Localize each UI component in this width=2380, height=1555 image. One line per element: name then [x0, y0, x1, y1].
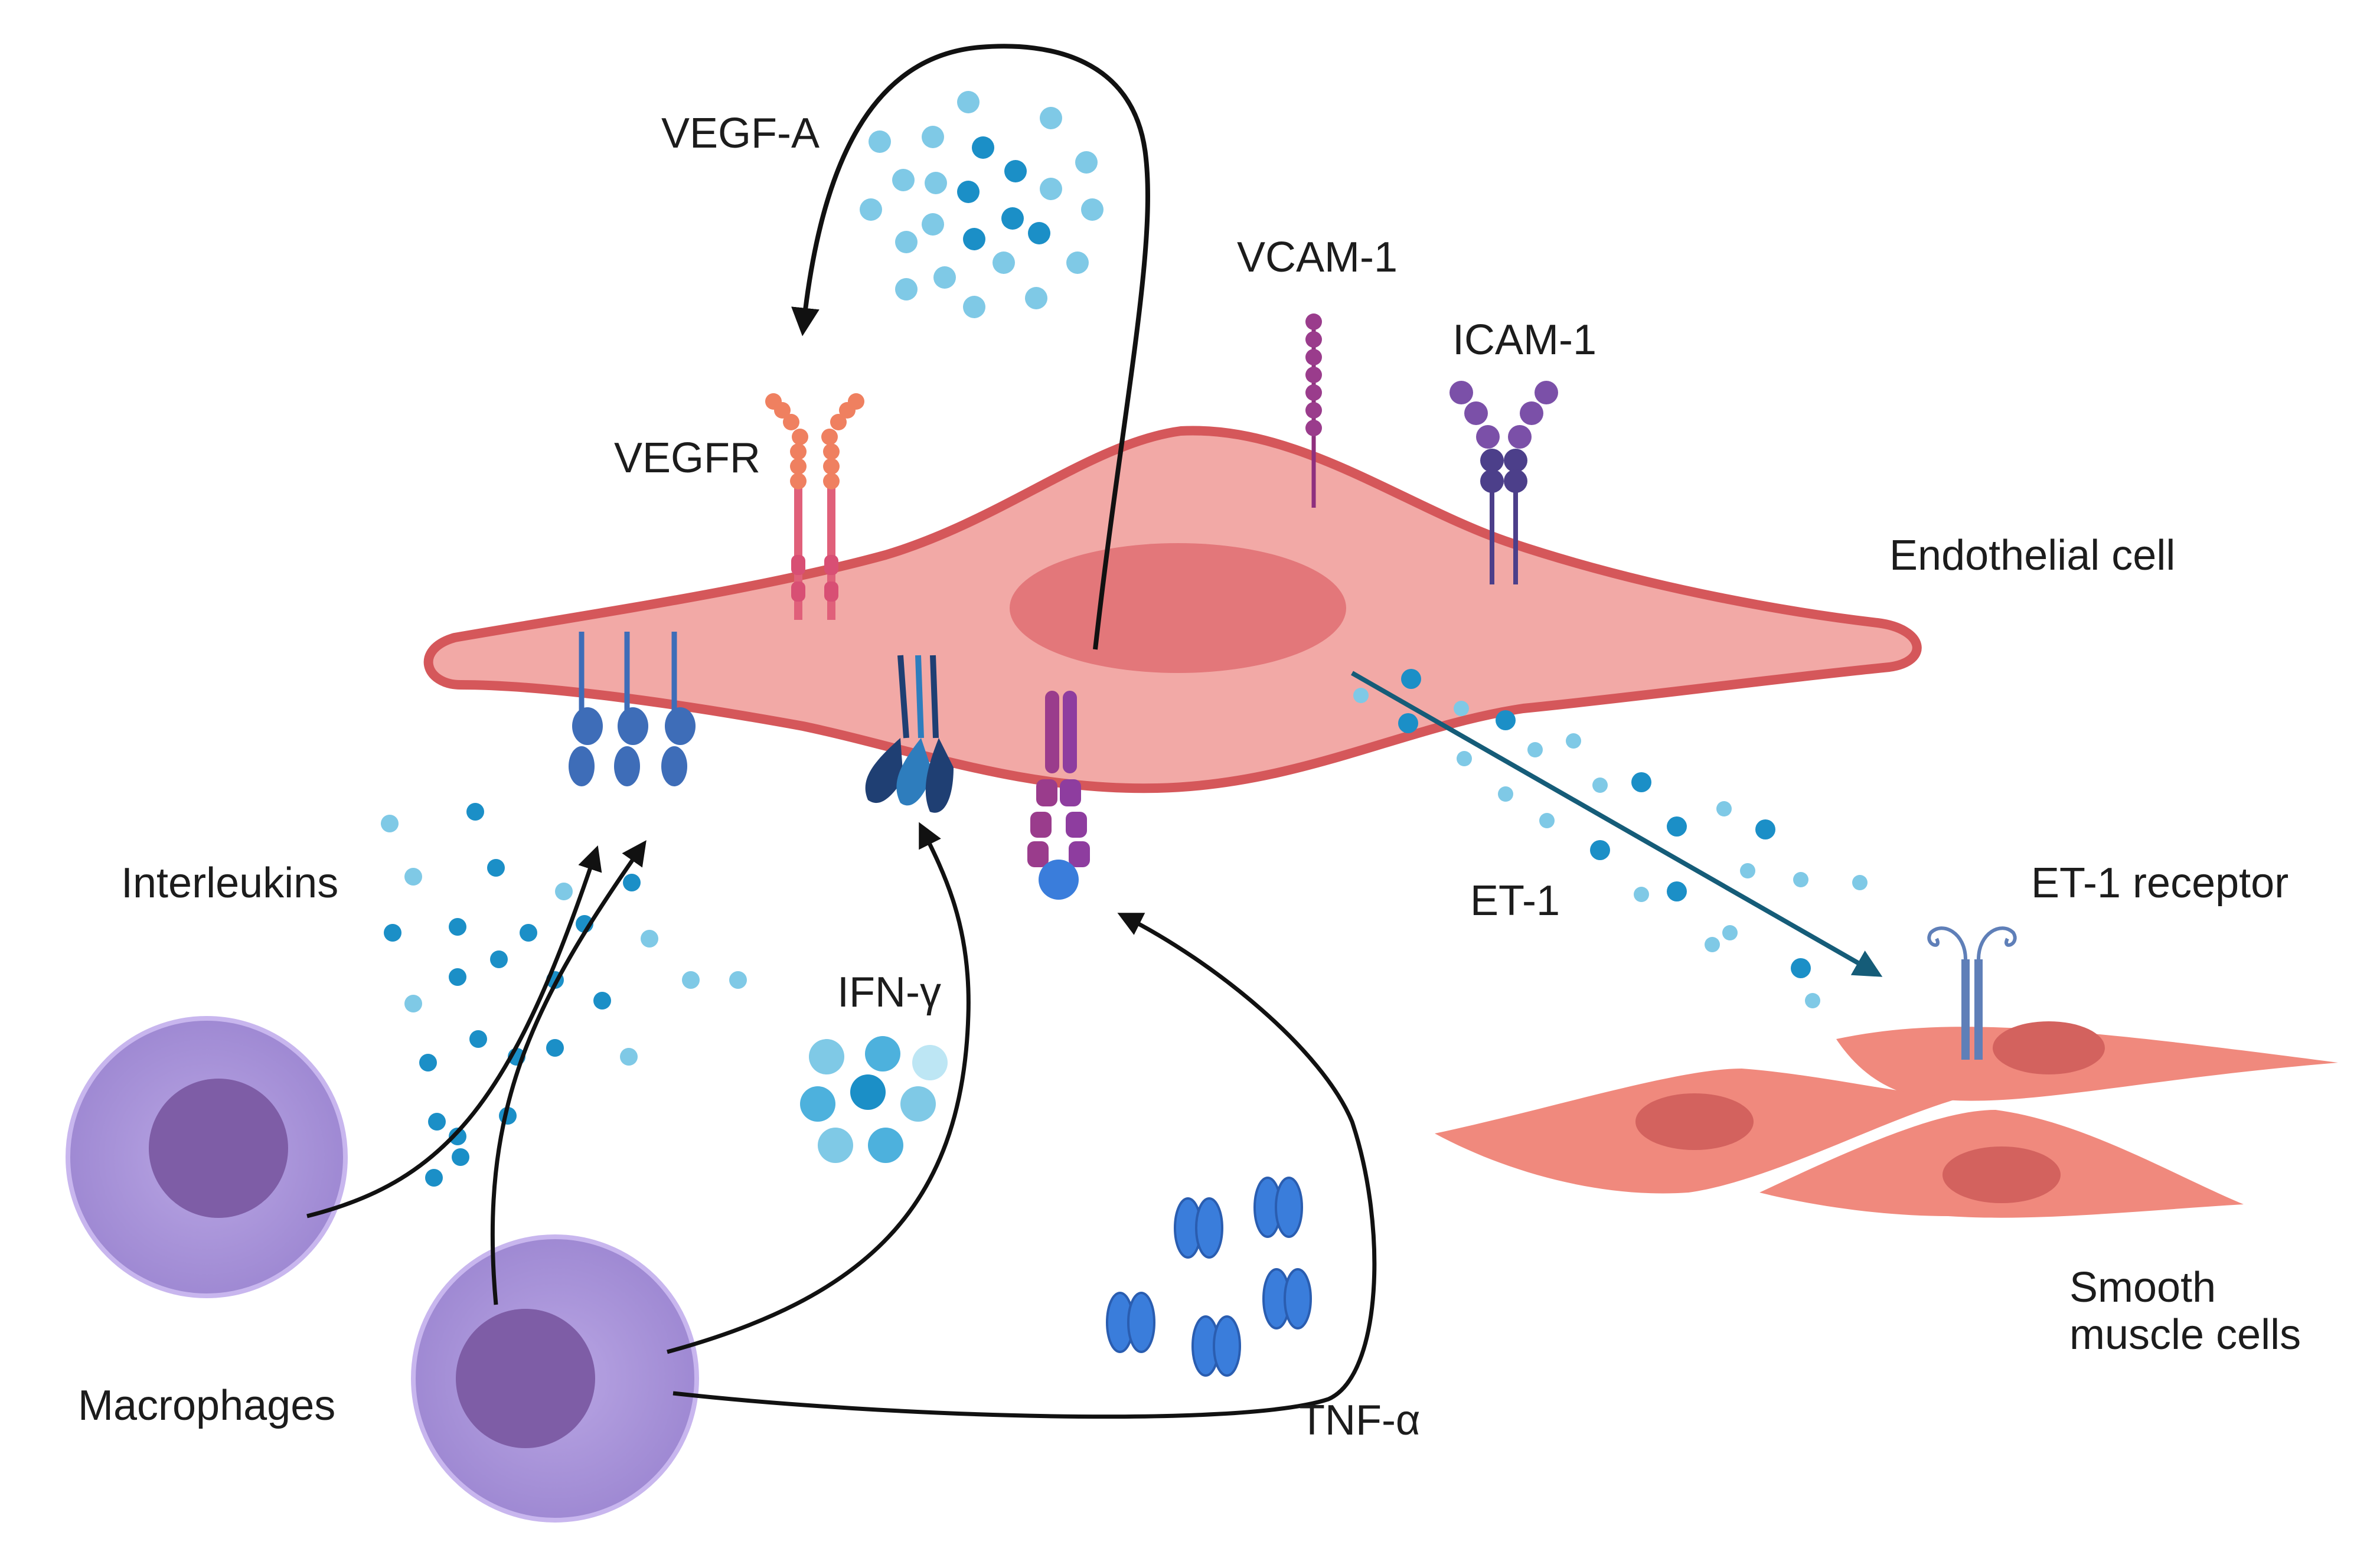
- label-icam-1: ICAM-1: [1452, 316, 1597, 364]
- smooth-muscle-nucleus-2: [1635, 1093, 1754, 1150]
- vegf-a-feedback-arrow: [791, 44, 1150, 650]
- ifn-gamma-receptor-icon: [865, 655, 954, 813]
- ifn-gamma-particles: [800, 1036, 948, 1163]
- label-smooth-muscle-line2: muscle cells: [2069, 1311, 2301, 1358]
- interleukin-arrow-2: [490, 840, 647, 1305]
- label-et-1: ET-1: [1470, 877, 1560, 924]
- interleukin-arrow-1: [306, 845, 602, 1218]
- et-1-particles: [1353, 669, 1868, 1008]
- endothelial-cell: [423, 426, 1922, 793]
- macrophage-arrows: [306, 822, 1377, 1419]
- macrophage-2-nucleus: [456, 1309, 595, 1448]
- smooth-muscle-nucleus-1: [1993, 1021, 2105, 1074]
- endothelial-nucleus: [1010, 543, 1346, 673]
- et-1-receptor-icon: [1927, 926, 2017, 1060]
- label-vegf-a: VEGF-A: [661, 110, 820, 157]
- tnf-receptor-icon: [1027, 691, 1090, 900]
- label-ifn-gamma: IFN-γ: [837, 969, 941, 1016]
- ifn-gamma-arrow: [667, 822, 971, 1354]
- label-macrophages: Macrophages: [78, 1382, 335, 1429]
- interleukin-receptor-icon: [569, 632, 696, 786]
- label-tnf-alpha: TNF-α: [1299, 1397, 1421, 1444]
- label-interleukins: Interleukins: [121, 860, 338, 907]
- label-vcam-1: VCAM-1: [1237, 234, 1398, 281]
- label-smooth-muscle-line1: Smooth: [2069, 1264, 2216, 1311]
- icam-1-icon: [1449, 381, 1558, 584]
- label-endothelial-cell: Endothelial cell: [1889, 532, 2175, 579]
- vcam-1-icon: [1305, 313, 1322, 508]
- tnf-alpha-arrow: [672, 913, 1377, 1419]
- smooth-muscle-nucleus-3: [1942, 1146, 2061, 1203]
- macrophage-1-nucleus: [149, 1079, 288, 1218]
- et-1-arrow: [1351, 671, 1883, 977]
- vegfr-receptor-icon: [765, 393, 864, 620]
- interleukin-particles: [381, 803, 747, 1187]
- smooth-muscle-cells: [1435, 1021, 2338, 1218]
- label-et-1-receptor: ET-1 receptor: [2031, 860, 2288, 907]
- vegf-a-particles: [860, 91, 1104, 318]
- macrophage-cell-icon: [66, 1016, 699, 1523]
- tnf-alpha-trimer-icon: [1106, 1177, 1312, 1377]
- label-vegfr: VEGFR: [614, 435, 760, 482]
